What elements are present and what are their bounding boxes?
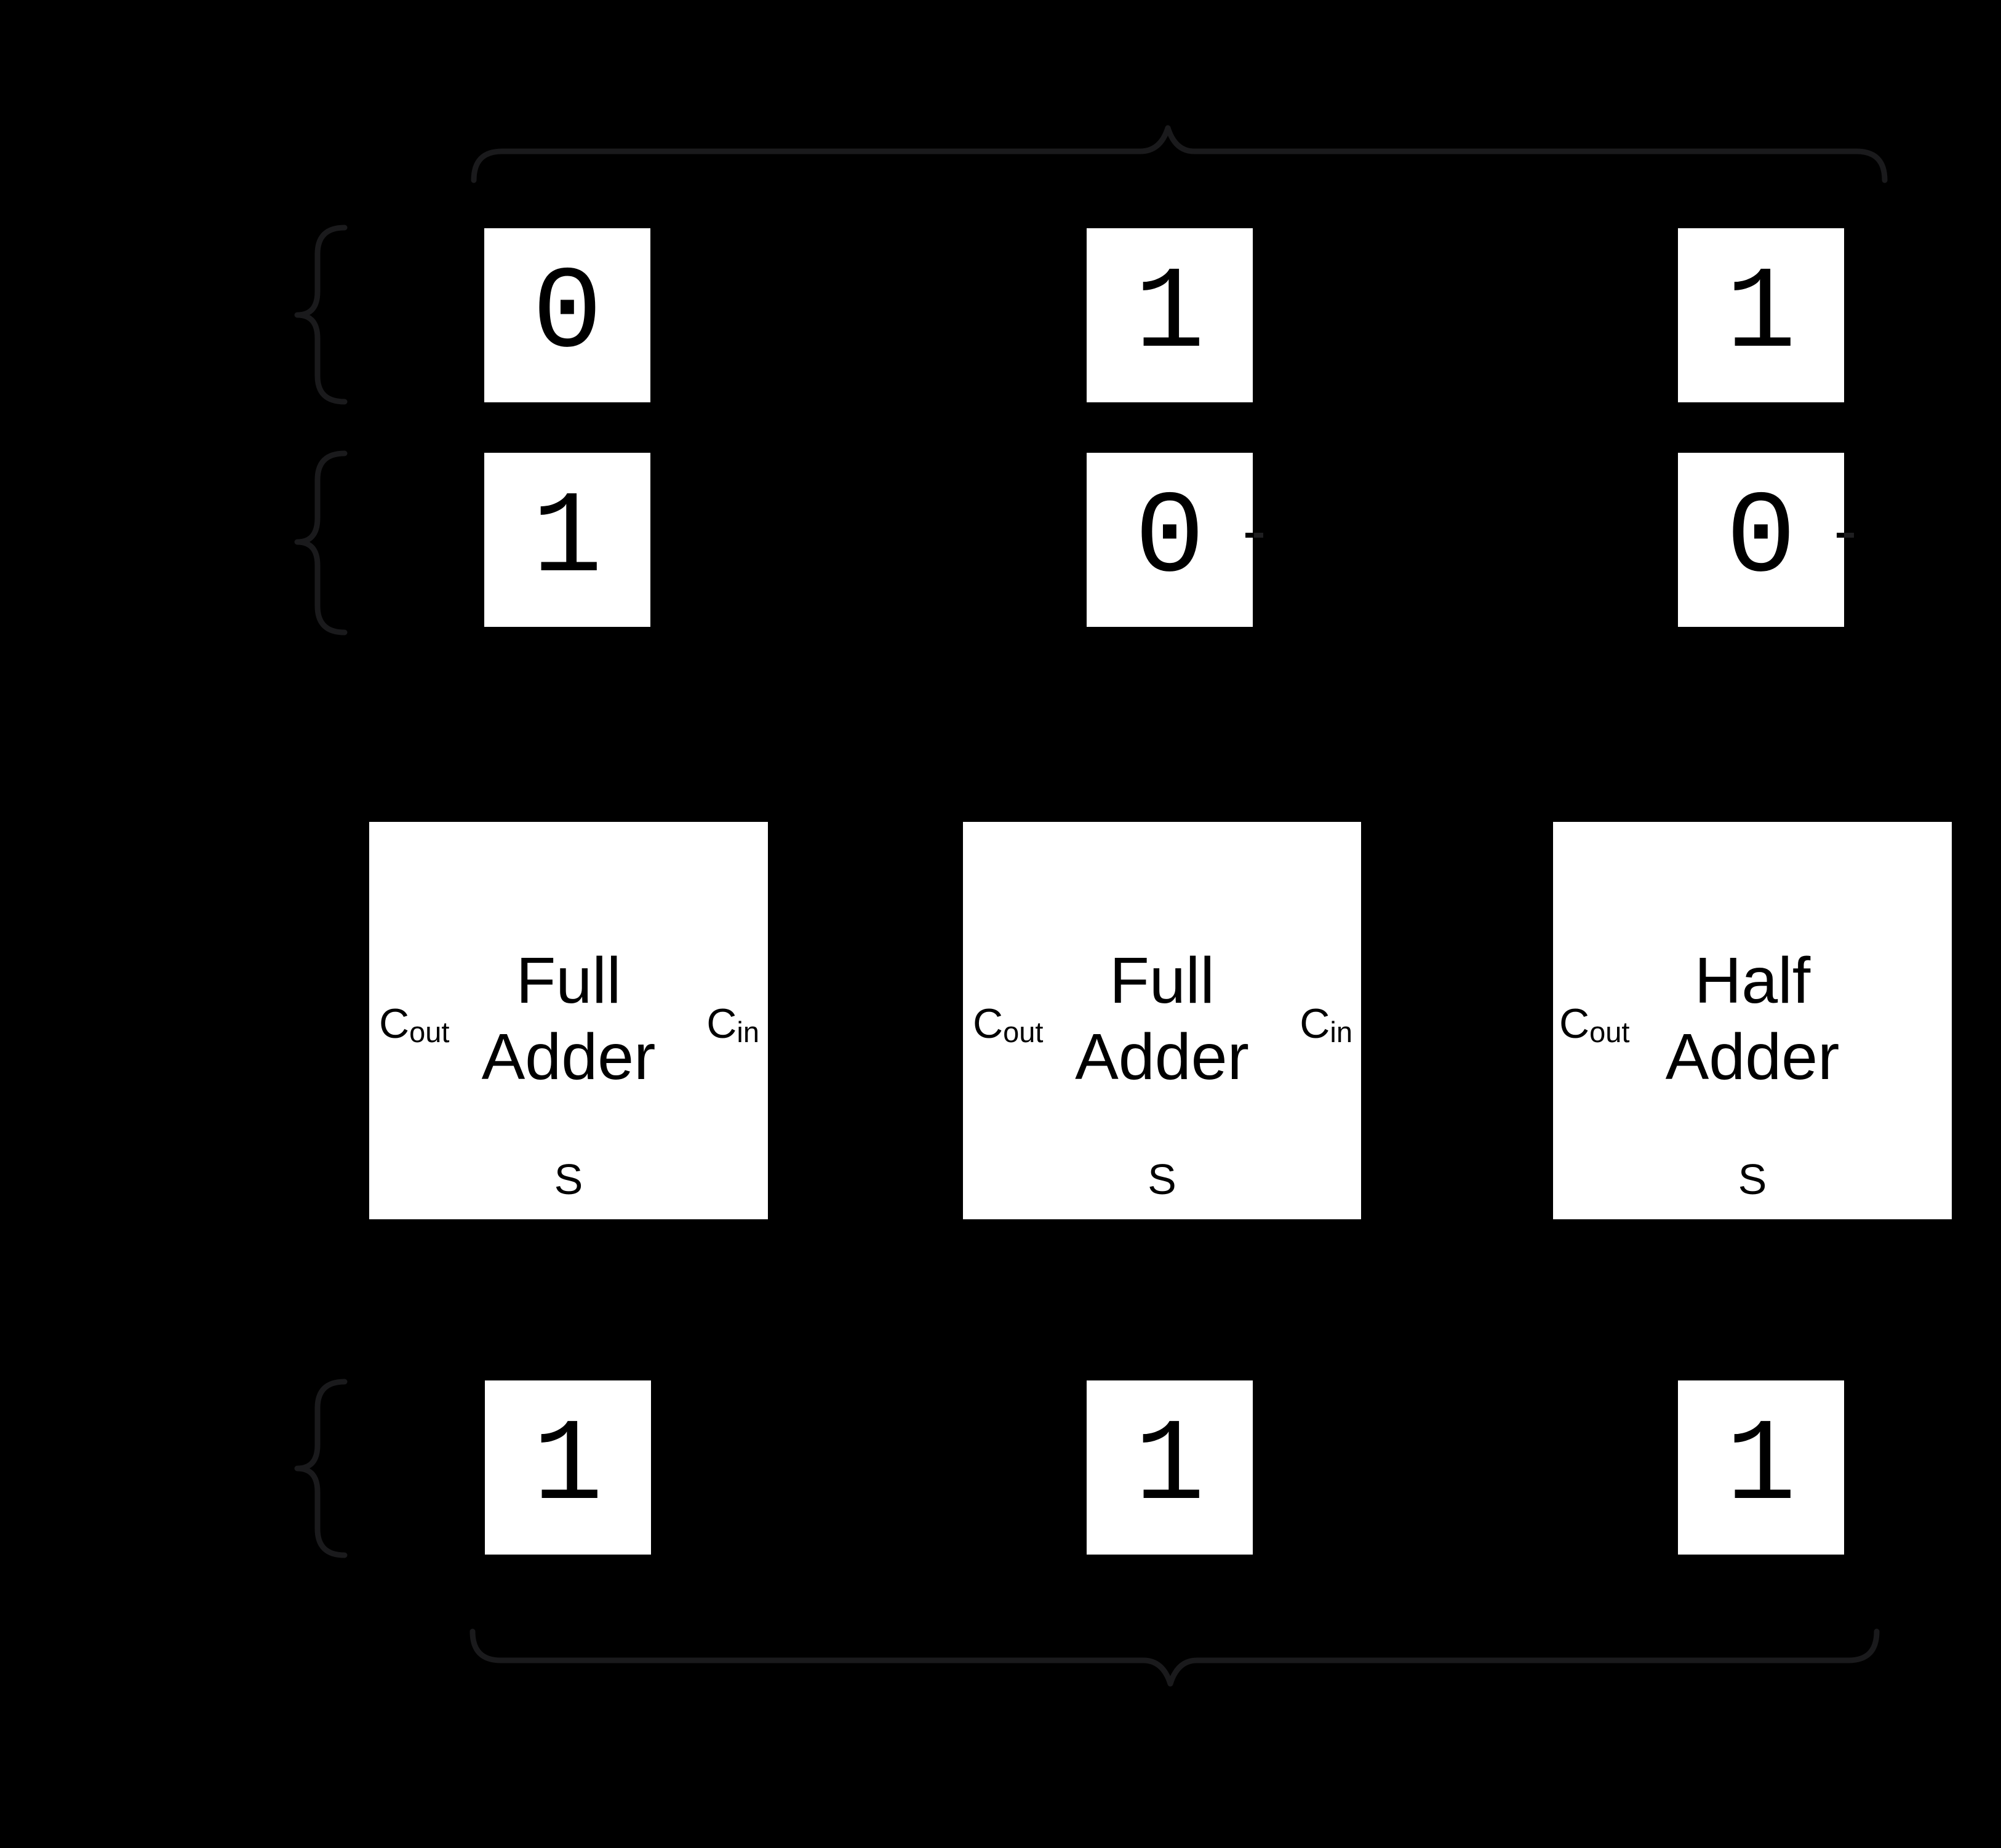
sum-left-brace bbox=[294, 1379, 348, 1558]
carry-in-sub: in bbox=[737, 1016, 759, 1048]
adder-title-line2: Adder bbox=[1665, 1021, 1840, 1093]
carry-out-main: C bbox=[379, 1000, 410, 1047]
carry-out-sub: out bbox=[409, 1016, 450, 1048]
bit-value: 1 bbox=[1134, 1401, 1205, 1534]
operand-b-bit0-box: 0 bbox=[1678, 453, 1844, 627]
bit-value: 1 bbox=[1725, 1401, 1797, 1534]
wire-stub-notch bbox=[1837, 533, 1844, 538]
bit-value: 0 bbox=[532, 249, 603, 381]
adder-title: Half Adder bbox=[1553, 942, 1952, 1095]
carry-out-pin-label: Cout bbox=[1559, 999, 1629, 1053]
bit-value: 1 bbox=[1134, 249, 1205, 381]
bit-value: 1 bbox=[532, 473, 603, 606]
half-adder-bit0: Half Adder Cout S bbox=[1553, 822, 1952, 1219]
adder-title-line2: Adder bbox=[481, 1021, 656, 1093]
operand-a-left-brace bbox=[294, 225, 348, 405]
carry-in-main: C bbox=[1300, 1000, 1330, 1047]
carry-in-pin-label: Cin bbox=[706, 999, 759, 1053]
sum-bit2-box: 1 bbox=[485, 1380, 651, 1555]
bit-value: 0 bbox=[1725, 473, 1797, 606]
adder-title: Full Adder bbox=[963, 942, 1361, 1095]
carry-out-pin-label: Cout bbox=[379, 999, 449, 1053]
operand-a-bit2-box: 0 bbox=[484, 228, 650, 402]
adder-title-line1: Half bbox=[1694, 944, 1811, 1017]
operand-b-bit2-box: 1 bbox=[484, 453, 650, 627]
operand-a-bit0-box: 1 bbox=[1678, 228, 1844, 402]
full-adder-bit1: Full Adder Cout Cin S bbox=[963, 822, 1361, 1219]
wire-stub-notch bbox=[1245, 533, 1254, 538]
sum-pin-label: S bbox=[554, 1155, 583, 1203]
operand-b-bit1-box: 0 bbox=[1087, 453, 1253, 627]
bit-value: 0 bbox=[1134, 473, 1205, 606]
adder-title-line2: Adder bbox=[1075, 1021, 1249, 1093]
sum-bit0-box: 1 bbox=[1678, 1380, 1844, 1555]
carry-out-sub: out bbox=[1589, 1016, 1630, 1048]
carry-out-main: C bbox=[1559, 1000, 1590, 1047]
bottom-underbrace bbox=[469, 1628, 1880, 1687]
carry-out-pin-label: Cout bbox=[973, 999, 1043, 1053]
sum-pin-label: S bbox=[1738, 1155, 1767, 1203]
wire-stub-tail bbox=[1844, 533, 1854, 538]
carry-in-main: C bbox=[706, 1000, 737, 1047]
carry-in-sub: in bbox=[1330, 1016, 1352, 1048]
adder-title: Full Adder bbox=[369, 942, 768, 1095]
full-adder-bit2: Full Adder Cout Cin S bbox=[369, 822, 768, 1219]
bit-value: 1 bbox=[532, 1401, 604, 1534]
carry-in-pin-label: Cin bbox=[1300, 999, 1352, 1053]
sum-bit1-box: 1 bbox=[1087, 1380, 1253, 1555]
carry-out-sub: out bbox=[1003, 1016, 1044, 1048]
adder-title-line1: Full bbox=[516, 944, 621, 1017]
operand-b-left-brace bbox=[294, 450, 348, 635]
wire-stub-tail bbox=[1254, 533, 1263, 538]
adder-title-line1: Full bbox=[1109, 944, 1215, 1017]
carry-out-main: C bbox=[973, 1000, 1004, 1047]
sum-pin-label: S bbox=[1148, 1155, 1176, 1203]
operand-a-bit1-box: 1 bbox=[1087, 228, 1253, 402]
top-overbrace bbox=[471, 125, 1888, 183]
bit-value: 1 bbox=[1725, 249, 1797, 381]
